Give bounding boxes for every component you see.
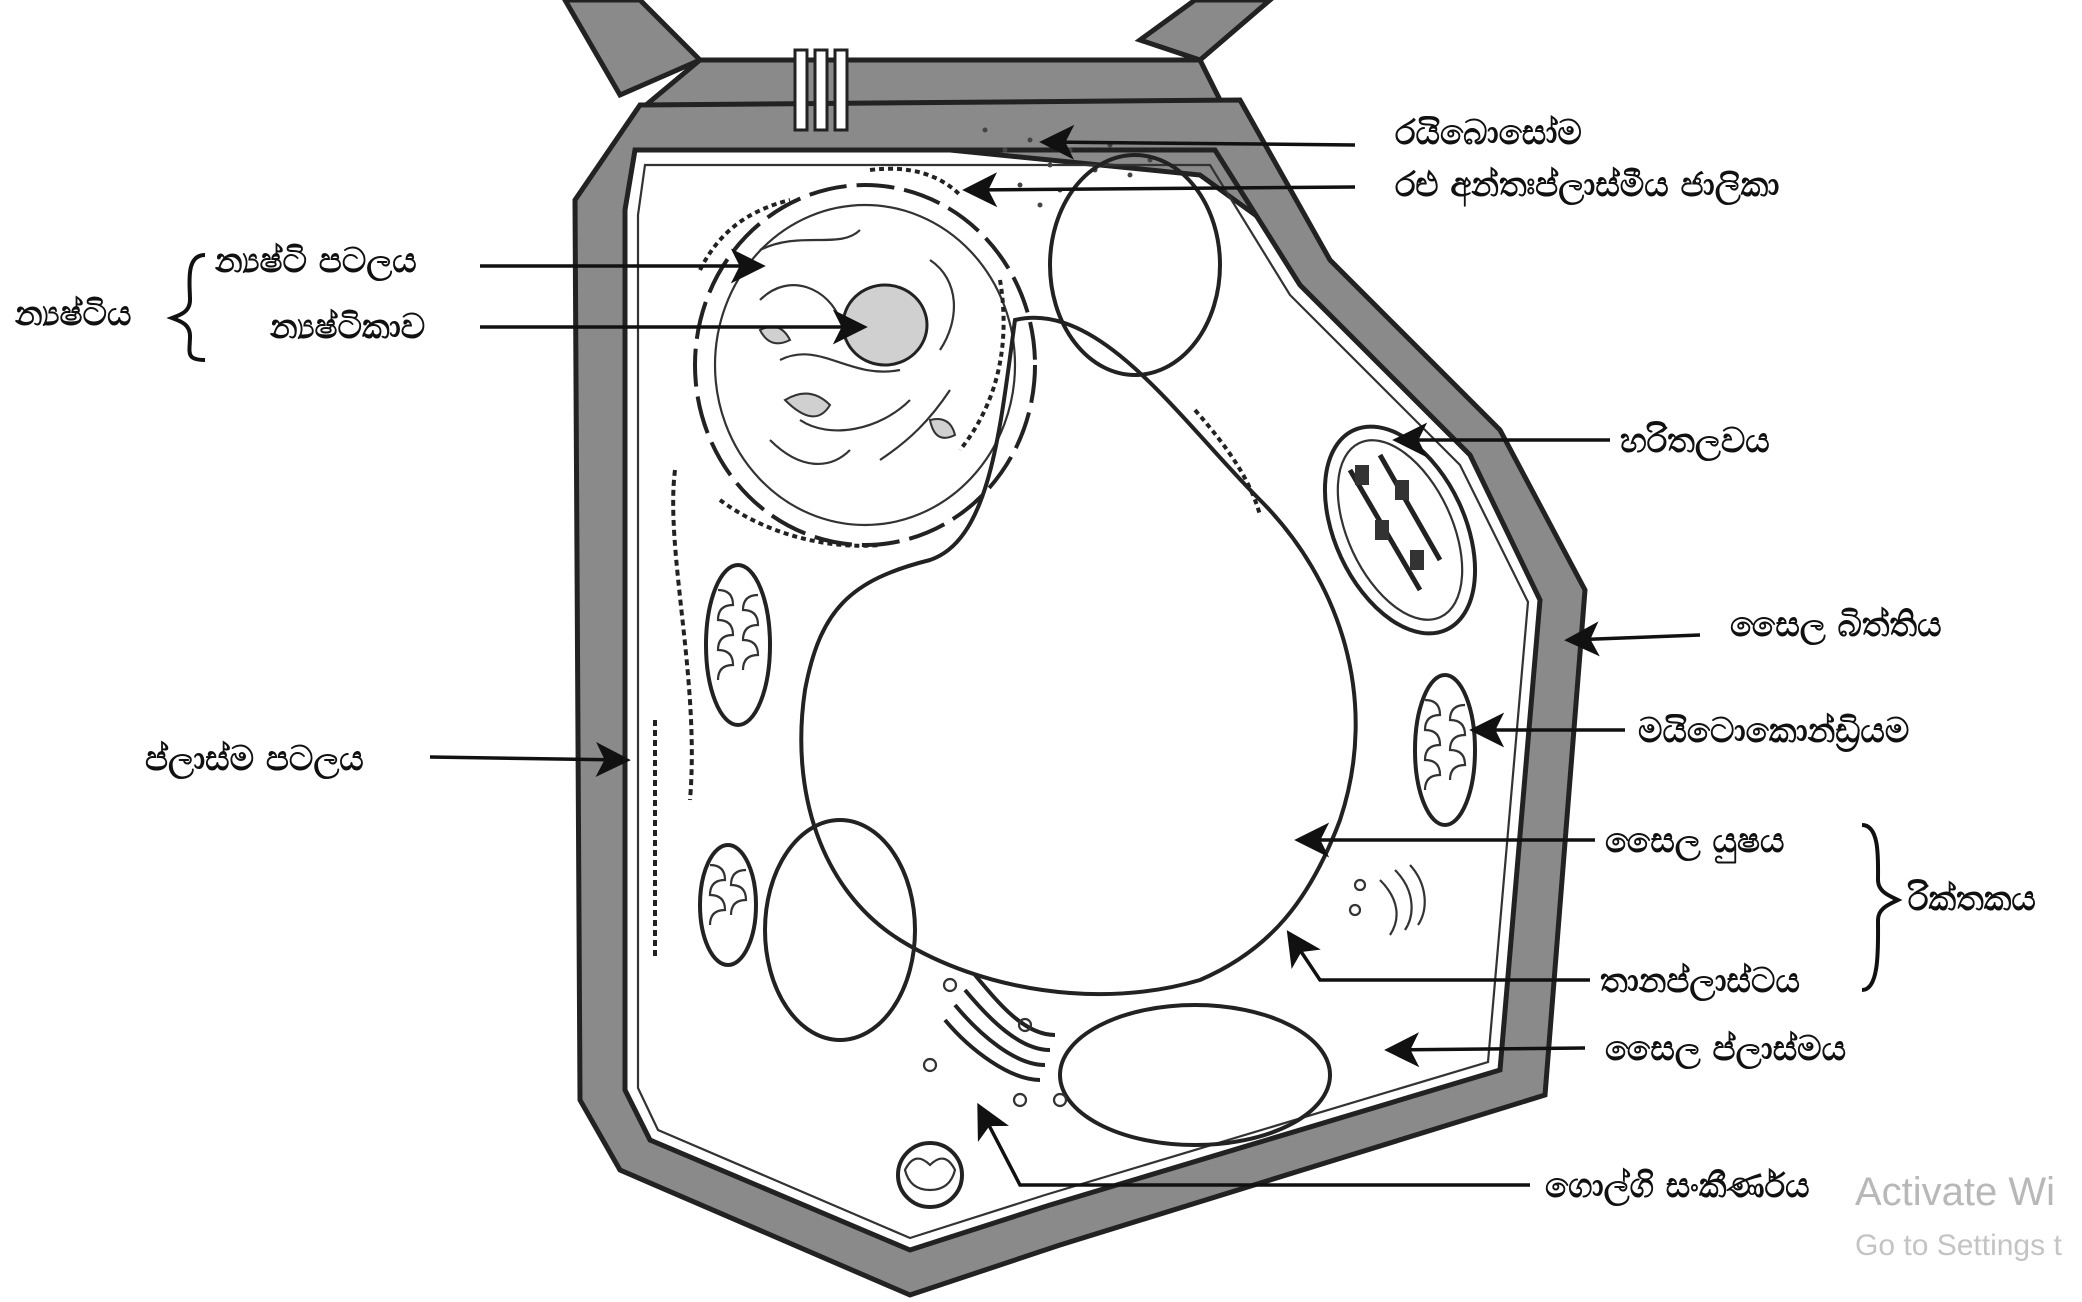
- watermark-line2: Go to Settings t: [1855, 1229, 2062, 1262]
- nucleolus: [843, 285, 927, 365]
- label-cell-sap: සෛල යුෂය: [1605, 821, 1784, 864]
- label-nucleus: න්‍යෂ්ටිය: [15, 294, 131, 334]
- label-nucleolus: න්‍යෂ්ටිකාව: [270, 307, 425, 347]
- label-cytoplasm: සෛල ප්ලාස්මය: [1605, 1029, 1846, 1070]
- label-chloroplast: හරිතලවය: [1620, 420, 1770, 462]
- mitochondrion-right: [1415, 675, 1475, 825]
- label-tonoplast: තානප්ලාස්ටය: [1600, 961, 1800, 1002]
- label-plasma-membrane: ප්ලාස්ම පටලය: [145, 739, 364, 780]
- plastid-bottom: [1060, 1005, 1330, 1145]
- label-mitochondrion: මයිටොකොන්ඩ්‍රියම: [1638, 711, 1909, 753]
- plastid-lower-left: [765, 820, 915, 1040]
- label-nuclear-membrane: න්‍යෂ්ටි පටලය: [215, 241, 417, 282]
- label-rough-er: රළු අන්තඃප්ලාස්මීය ජාලිකා: [1395, 165, 1779, 207]
- mitochondrion-left-upper: [706, 565, 770, 725]
- mitochondrion-left-lower: [700, 845, 756, 965]
- vacuole-brace: [1862, 825, 1898, 990]
- golgi-complex: [924, 975, 1066, 1106]
- round-organelle: [898, 1143, 962, 1207]
- watermark-line1: Activate Wi: [1855, 1170, 2055, 1214]
- label-ribosome: රයිබොසෝම: [1395, 113, 1582, 153]
- nucleus-brace: [172, 255, 205, 360]
- label-vacuole: රික්තකය: [1908, 878, 2036, 919]
- golgi-small: [1350, 865, 1425, 935]
- label-golgi: ගොල්ගි සංකීර්ණය: [1545, 1166, 1810, 1207]
- label-cell-wall: සෛල බිත්තිය: [1730, 605, 1942, 646]
